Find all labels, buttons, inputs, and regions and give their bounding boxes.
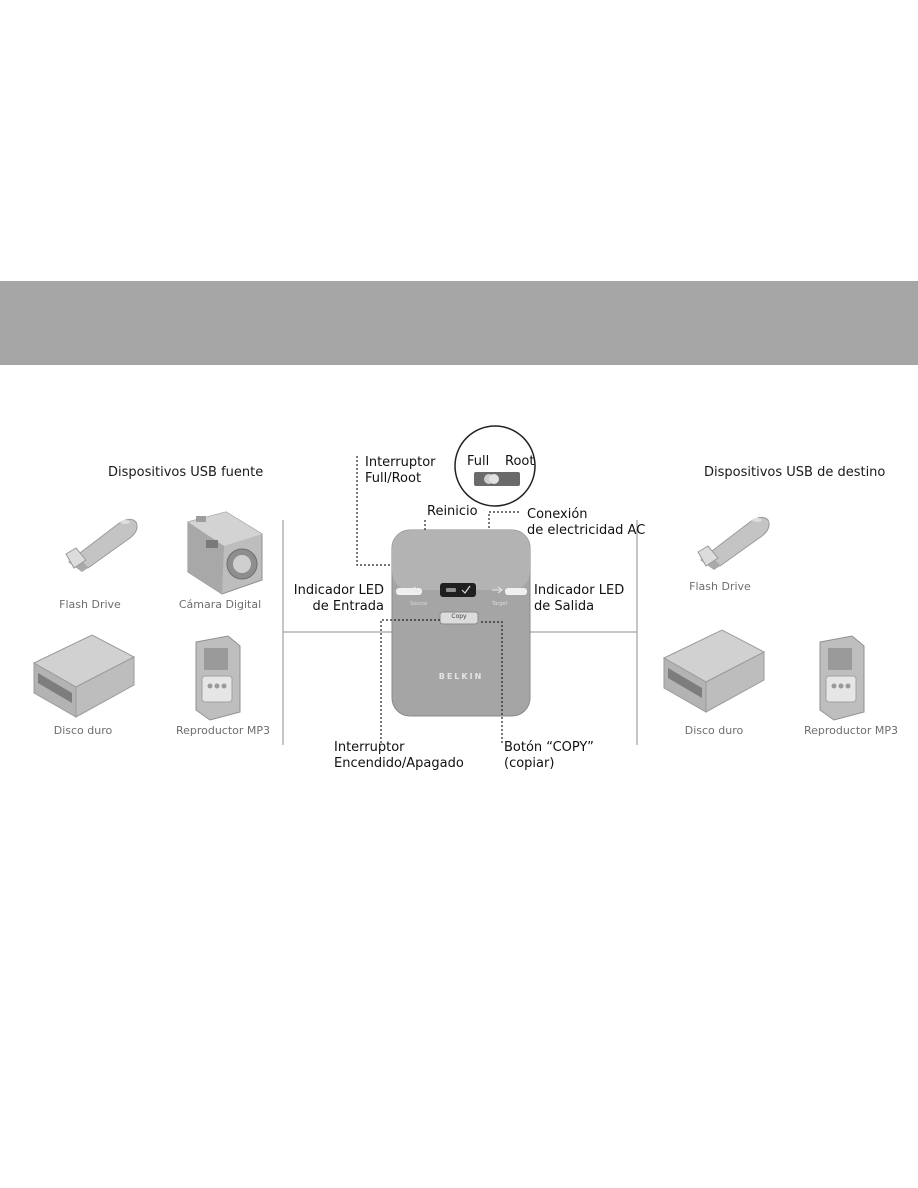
- svg-text:Source: Source: [410, 601, 427, 607]
- flash-drive-icon: [65, 518, 138, 572]
- full-root-switch-label-line2: Full/Root: [365, 470, 422, 486]
- brand-logo-text: BELKIN: [438, 672, 484, 681]
- mp3-player-icon: [819, 635, 865, 721]
- destination-devices-title: Dispositivos USB de destino: [704, 465, 886, 480]
- input-led-label: Indicador LED de Entrada: [288, 583, 384, 614]
- dest-flash-drive-caption: Flash Drive: [689, 580, 751, 593]
- copy-button-label: Botón “COPY” (copiar): [504, 740, 594, 771]
- header-banner: [0, 281, 918, 365]
- full-root-switch-label-line1: Interruptor: [365, 455, 436, 470]
- power-switch-label-line1: Interruptor: [334, 740, 405, 755]
- copy-key-text: Copy: [451, 613, 467, 620]
- ac-power-label-line1: Conexión: [527, 507, 588, 522]
- flash-drive-icon: [697, 516, 770, 570]
- input-led-label-line1: Indicador LED: [293, 583, 384, 598]
- leader-lines: [356, 456, 519, 743]
- mp3-player-icon: [195, 635, 241, 721]
- svg-text:Target: Target: [491, 601, 508, 607]
- copy-button-label-line2: (copiar): [504, 755, 555, 771]
- dest-hard-drive-caption: Disco duro: [684, 724, 744, 737]
- full-root-switch-detail: [454, 425, 536, 507]
- dest-mp3-caption: Reproductor MP3: [803, 724, 899, 737]
- ac-power-label: Conexión de electricidad AC: [527, 507, 645, 538]
- power-switch-label-line2: Encendido/Apagado: [334, 755, 464, 771]
- source-camera-caption: Cámara Digital: [178, 598, 262, 611]
- belkin-transfer-device: Source Target: [391, 529, 531, 717]
- output-led-label-line2: de Salida: [534, 598, 595, 614]
- camera-icon: [187, 511, 263, 595]
- switch-full-label: Full: [467, 454, 490, 469]
- source-hard-drive-caption: Disco duro: [53, 724, 113, 737]
- source-devices-title: Dispositivos USB fuente: [108, 465, 264, 480]
- hard-drive-icon: [662, 629, 766, 713]
- hard-drive-icon: [32, 634, 136, 718]
- output-led-label: Indicador LED de Salida: [534, 583, 624, 614]
- reset-label: Reinicio: [427, 504, 478, 519]
- divider-lines: [282, 520, 638, 745]
- ac-power-label-line2: de electricidad AC: [527, 522, 646, 538]
- source-mp3-caption: Reproductor MP3: [175, 724, 271, 737]
- full-root-switch-label: Interruptor Full/Root: [365, 455, 436, 486]
- switch-root-label: Root: [505, 454, 535, 469]
- source-flash-drive-caption: Flash Drive: [59, 598, 121, 611]
- copy-button-label-line1: Botón “COPY”: [504, 740, 594, 755]
- input-led-label-line2: de Entrada: [312, 598, 384, 614]
- output-led-label-line1: Indicador LED: [534, 583, 625, 598]
- power-switch-label: Interruptor Encendido/Apagado: [334, 740, 464, 771]
